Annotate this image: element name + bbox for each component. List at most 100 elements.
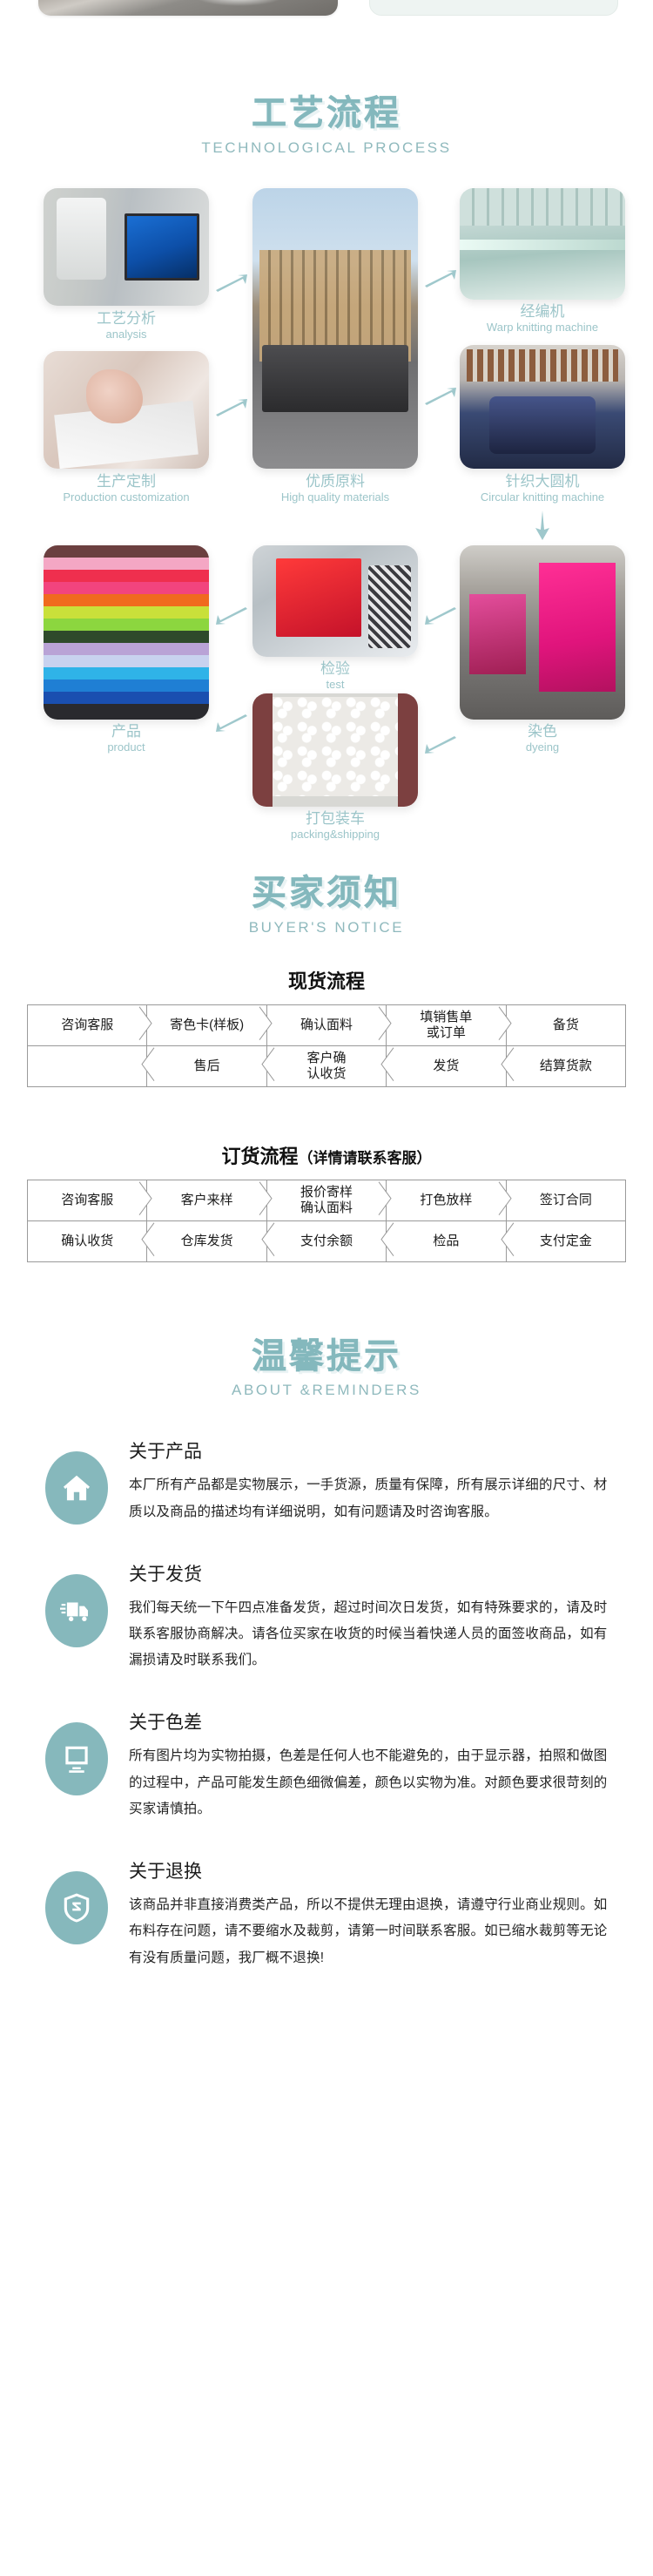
process-caption-product: 产品 product [22, 723, 231, 754]
reminder-heading: 关于产品 [129, 1442, 202, 1463]
cell-text: 客户确 认收货 [306, 1050, 347, 1081]
flow-cell: 售后 [141, 1045, 267, 1086]
chevron-right-icon [378, 1180, 394, 1220]
process-caption-high-quality-materials: 优质原料 High quality materials [231, 473, 440, 504]
process-caption-warp-knitting-machine: 经编机 Warp knitting machine [438, 303, 647, 334]
reminder-item-color: 关于色差 所有图片均为实物拍摄，色差是任何人也不能避免的，由于显示器，拍照和做图… [0, 1708, 653, 1822]
process-caption-packing-shipping: 打包装车 packing&shipping [231, 810, 440, 841]
caption-cn: 生产定制 [97, 472, 156, 490]
cell-text: 售后 [193, 1058, 220, 1073]
table-row: 售后 客户确 认收货 发货 结算货款 [27, 1045, 626, 1087]
reminder-heading: 关于发货 [129, 1564, 202, 1585]
cell-text: 仓库发货 [180, 1233, 233, 1248]
process-caption-test: 检验 test [231, 660, 440, 691]
caption-en: Warp knitting machine [486, 320, 599, 334]
process-image-test[interactable] [252, 544, 418, 657]
reminder-heading: 关于退换 [129, 1862, 202, 1883]
flow-cell: 填销售单 或订单 [387, 1004, 512, 1045]
caption-en: packing&shipping [291, 827, 380, 841]
chevron-left-icon [499, 1221, 515, 1261]
process-image-dyeing[interactable] [460, 544, 625, 720]
flow-cell: 检品 [380, 1220, 507, 1261]
order-flow-title-sub: （详情请联系客服） [298, 1149, 432, 1166]
flow-cell: 结算货款 [501, 1046, 625, 1086]
process-title-en: TECHNOLOGICAL PROCESS [201, 139, 452, 156]
process-caption-circular-knitting-machine: 针织大圆机 Circular knitting machine [438, 473, 647, 504]
arrow-left-icon [214, 605, 249, 626]
order-flow-table: 咨询客服 客户来样 报价寄样 确认面料 打色放样 签订合同 [27, 1179, 626, 1262]
chevron-left-icon [139, 1046, 155, 1085]
cell-text: 寄色卡(样板) [170, 1017, 245, 1032]
reminder-section-heading: 温馨提示 ABOUT &REMINDERS [0, 1336, 653, 1400]
chevron-left-icon [379, 1046, 394, 1085]
caption-en: analysis [105, 327, 147, 341]
process-image-warp-knitting-machine[interactable] [460, 187, 625, 300]
cell-text: 打色放样 [420, 1192, 473, 1207]
flow-cell: 客户确 认收货 [261, 1045, 387, 1086]
cell-text: 支付余额 [300, 1233, 353, 1248]
chevron-right-icon [138, 1180, 154, 1220]
flow-cell: 打色放样 [387, 1180, 512, 1220]
caption-cn: 针织大圆机 [505, 472, 580, 490]
caption-cn: 产品 [111, 722, 141, 740]
process-flow-diagram: 工艺分析 analysis 生产定制 Production customizat… [0, 181, 653, 841]
chevron-right-icon [498, 1180, 514, 1220]
cell-text: 结算货款 [539, 1058, 592, 1073]
chevron-left-icon [499, 1046, 515, 1085]
truck-icon [45, 1573, 108, 1647]
chevron-right-icon [498, 1005, 514, 1045]
cell-text: 检品 [433, 1233, 460, 1248]
caption-cn: 优质原料 [306, 472, 365, 490]
cell-text: 确认面料 [300, 1017, 353, 1032]
top-partial-cards [0, 0, 653, 19]
process-section-heading: 工艺流程 TECHNOLOGICAL PROCESS [0, 94, 653, 157]
top-photo-card-partial [38, 0, 338, 16]
order-flow-title-main: 订货流程 [221, 1145, 299, 1167]
reminder-heading: 关于色差 [129, 1713, 202, 1734]
monitor-icon [45, 1722, 108, 1796]
process-title-cn: 工艺流程 [252, 94, 401, 132]
chevron-right-icon [138, 1005, 154, 1045]
caption-en: Production customization [63, 490, 190, 504]
flow-cell: 确认面料 [267, 1004, 392, 1045]
caption-cn: 经编机 [520, 302, 565, 320]
chevron-left-icon [379, 1221, 394, 1261]
flow-cell: 确认收货 [28, 1220, 148, 1261]
flow-cell: 咨询客服 [28, 1004, 153, 1045]
cell-text: 确认收货 [61, 1233, 114, 1248]
reminder-text: 所有图片均为实物拍摄，色差是任何人也不能避免的，由于显示器，拍照和做图的过程中，… [129, 1748, 608, 1816]
process-image-production-customization[interactable] [44, 350, 209, 469]
shield-icon [45, 1871, 108, 1945]
flow-cell: 支付定金 [501, 1221, 625, 1261]
process-image-product[interactable] [44, 544, 209, 720]
stock-flow-table: 咨询客服 寄色卡(样板) 确认面料 填销售单 或订单 备货 [27, 1004, 626, 1087]
process-caption-analysis: 工艺分析 analysis [22, 310, 231, 341]
process-image-high-quality-materials[interactable] [252, 187, 418, 469]
process-caption-dyeing: 染色 dyeing [438, 723, 647, 754]
cell-text: 支付定金 [539, 1233, 592, 1248]
caption-en: dyeing [525, 740, 560, 754]
table-row: 咨询客服 客户来样 报价寄样 确认面料 打色放样 签订合同 [27, 1179, 626, 1220]
process-image-circular-knitting-machine[interactable] [460, 344, 625, 469]
flow-cell-empty [28, 1045, 148, 1086]
flow-cell: 备货 [507, 1005, 625, 1045]
caption-cn: 检验 [320, 659, 350, 677]
reminder-item-product: 关于产品 本厂所有产品都是实物展示，一手货源，质量有保障，所有展示详细的尺寸、材… [0, 1437, 653, 1525]
cell-text: 客户来样 [180, 1192, 233, 1207]
flow-cell: 寄色卡(样板) [147, 1004, 273, 1045]
reminder-text: 我们每天统一下午四点准备发货，超过时间次日发货，如有特殊要求的，请及时联系客服协… [129, 1599, 608, 1668]
arrow-down-icon [535, 510, 550, 542]
arrow-right-icon [423, 268, 458, 289]
chevron-left-icon [139, 1221, 155, 1261]
process-image-analysis[interactable] [44, 187, 209, 306]
reminder-title-en: ABOUT &REMINDERS [232, 1382, 421, 1399]
flow-cell: 咨询客服 [28, 1180, 153, 1220]
cell-text: 备货 [552, 1017, 579, 1032]
process-image-packing-shipping[interactable] [252, 693, 418, 807]
reminder-item-shipping: 关于发货 我们每天统一下午四点准备发货，超过时间次日发货，如有特殊要求的，请及时… [0, 1560, 653, 1674]
chevron-right-icon [259, 1005, 274, 1045]
flow-cell: 仓库发货 [141, 1220, 267, 1261]
table-row: 咨询客服 寄色卡(样板) 确认面料 填销售单 或订单 备货 [27, 1004, 626, 1045]
arrow-left-icon [423, 734, 458, 755]
stock-flow-title: 现货流程 [287, 970, 365, 992]
